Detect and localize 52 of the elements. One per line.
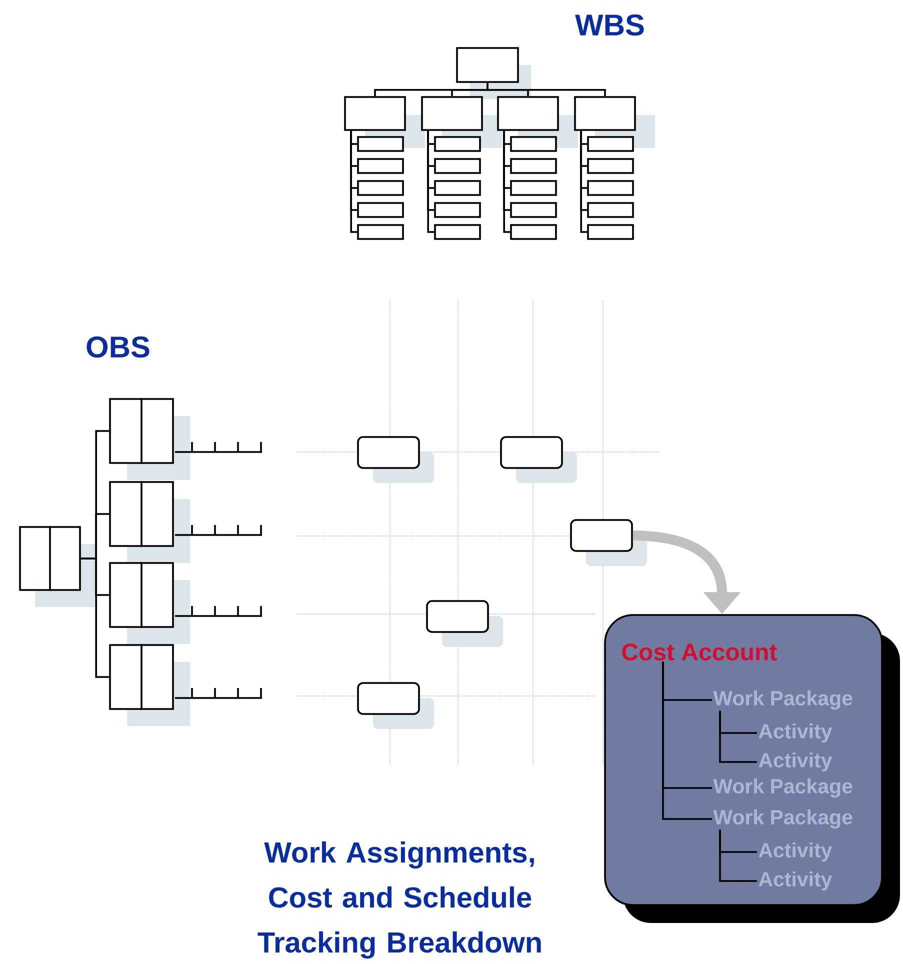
org-chart-box: [587, 224, 634, 240]
tree-item: Activity: [758, 723, 832, 743]
split-box: [109, 644, 190, 726]
connector-line: [580, 130, 588, 233]
connector-line: [503, 130, 510, 233]
org-chart-box: [587, 202, 634, 218]
org-chart-box: [510, 136, 557, 152]
split-box: [19, 526, 95, 607]
org-chart-box: [434, 180, 481, 196]
org-chart-box: [434, 202, 481, 218]
assignment-box: [357, 682, 434, 729]
org-chart-box: [357, 158, 404, 174]
org-chart-box: [357, 180, 404, 196]
assignment-box: [570, 519, 647, 566]
org-chart-box: [587, 180, 634, 196]
org-chart-box: [456, 47, 531, 99]
assignment-box: [500, 436, 577, 483]
org-chart-box: [510, 202, 557, 218]
org-chart-box: [357, 202, 404, 218]
split-box: [109, 398, 190, 480]
tree-item: Activity: [758, 871, 832, 891]
org-chart-box: [434, 136, 481, 152]
connector-line: [719, 710, 757, 763]
assignment-box: [426, 600, 503, 647]
tree-item: Activity: [758, 842, 832, 862]
connector-line: [486, 82, 606, 96]
connector-line: [80, 558, 110, 678]
cost-account-panel: [604, 614, 900, 923]
tree-item: Work Package: [713, 778, 852, 798]
split-box: [109, 562, 190, 644]
connector-line: [719, 830, 757, 882]
connector-line: [350, 130, 358, 233]
org-chart-box: [510, 224, 557, 240]
section-title: WBS: [575, 14, 644, 36]
org-chart-box: [357, 136, 404, 152]
assignment-box: [357, 436, 434, 483]
org-chart-box: [587, 158, 634, 174]
connector-line: [662, 662, 712, 820]
tree-item: Activity: [758, 752, 832, 772]
tree-item: Work Package: [713, 809, 852, 829]
caption: Work Assignments, Cost and Schedule Tracking Breakdown: [258, 841, 541, 959]
split-box: [109, 481, 190, 563]
org-chart-box: [434, 224, 481, 240]
org-chart-box: [357, 224, 404, 240]
section-title: OBS: [86, 336, 150, 358]
org-chart-box: [510, 180, 557, 196]
org-chart-box: [587, 136, 634, 152]
tree-item: Work Package: [713, 690, 852, 710]
connector-line: [427, 130, 434, 233]
heading: Cost Account: [622, 644, 777, 660]
org-chart-box: [510, 158, 557, 174]
org-chart-box: [434, 158, 481, 174]
